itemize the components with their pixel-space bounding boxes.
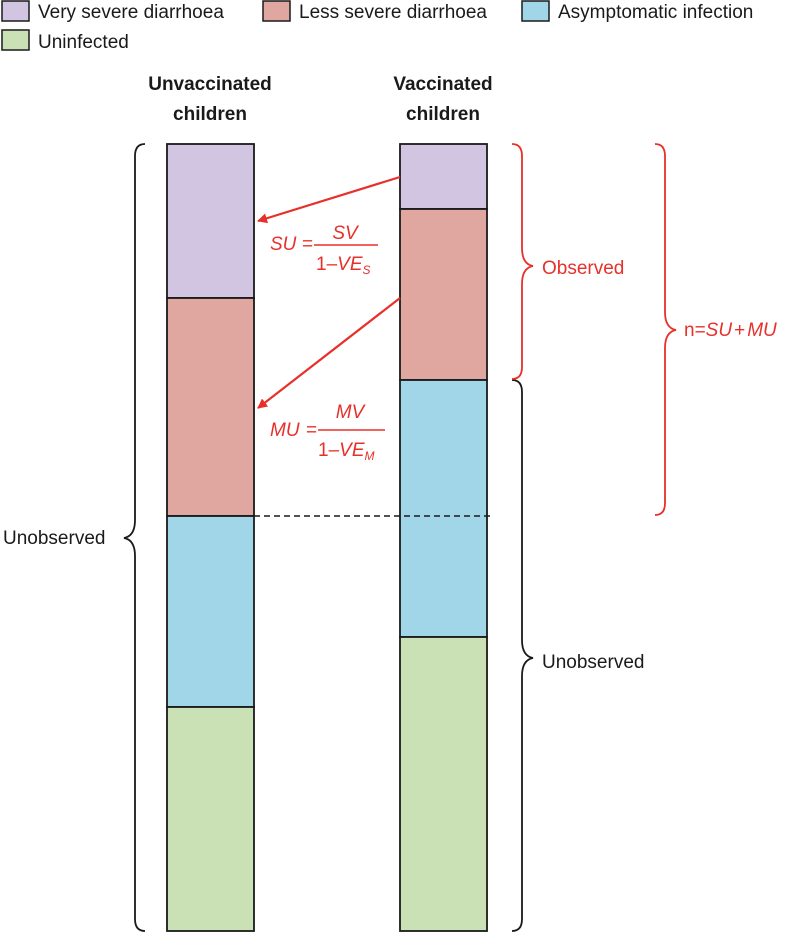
legend-swatch-uninfected (1, 29, 30, 51)
mu-denominator-subscript: M (365, 449, 375, 463)
mu-formula: MU = MV 1–VEM (270, 402, 385, 463)
vaccinated-heading-line1: Vaccinated (393, 74, 492, 95)
legend-swatch-very-severe (1, 0, 30, 22)
mu-arrow (257, 297, 401, 409)
left-unobserved-label: Unobserved (3, 528, 105, 549)
legend-item-asymptomatic: Asymptomatic infection (521, 0, 753, 23)
vaccinated-bar (399, 143, 488, 932)
right-unobserved-label: Unobserved (542, 652, 644, 673)
legend-swatch-asymptomatic (521, 0, 550, 22)
observed-label: Observed (542, 258, 624, 279)
mu-denominator-prefix: 1– (318, 440, 340, 461)
su-formula-numerator: SV (332, 223, 360, 244)
mu-formula-lhs: MU (270, 420, 300, 441)
n-formula-lhs: n= (684, 320, 706, 341)
mu-formula-denominator: 1–VEM (318, 440, 375, 463)
unvaccinated-bar (166, 143, 255, 932)
vaccinated-uninfected-segment (399, 636, 488, 932)
left-unobserved-brace (123, 143, 146, 932)
unvaccinated-asymptomatic-segment (166, 515, 255, 708)
su-denominator-prefix: 1– (316, 254, 338, 275)
legend-label-uninfected: Uninfected (38, 32, 129, 53)
su-formula-denominator: 1–VES (316, 254, 371, 277)
unvaccinated-less-severe-segment (166, 297, 255, 517)
vaccinated-asymptomatic-segment (399, 379, 488, 638)
mu-formula-numerator: MV (336, 402, 367, 423)
legend-label-very-severe: Very severe diarrhoea (38, 2, 224, 23)
legend-label-asymptomatic: Asymptomatic infection (558, 2, 753, 23)
vaccinated-very-severe-segment (399, 143, 488, 210)
n-formula-su: SU (706, 320, 733, 341)
unvaccinated-very-severe-segment (166, 143, 255, 299)
unvaccinated-uninfected-segment (166, 706, 255, 932)
legend-swatch-less-severe (262, 0, 291, 22)
mu-formula-equals: = (306, 420, 317, 441)
legend-item-very-severe: Very severe diarrhoea (1, 0, 224, 23)
su-denominator-var: VE (337, 254, 363, 275)
su-denominator-subscript: S (363, 263, 371, 277)
mu-denominator-var: VE (339, 440, 365, 461)
n-formula: n=SU+MU (684, 320, 777, 341)
n-brace (654, 143, 677, 516)
legend-item-less-severe: Less severe diarrhoea (262, 0, 487, 23)
vaccinated-heading-line2: children (406, 104, 480, 125)
vaccinated-less-severe-segment (399, 208, 488, 381)
observed-brace (511, 143, 534, 380)
n-formula-mu: MU (747, 320, 777, 341)
su-formula: SU = SV 1–VES (270, 223, 378, 277)
legend: Very severe diarrhoea Less severe diarrh… (1, 0, 753, 53)
su-formula-equals: = (302, 234, 313, 255)
su-arrow (257, 175, 401, 224)
legend-label-less-severe: Less severe diarrhoea (299, 2, 487, 23)
n-formula-plus: + (734, 320, 745, 341)
legend-item-uninfected: Uninfected (1, 29, 129, 53)
unvaccinated-heading-line1: Unvaccinated (148, 74, 272, 95)
right-unobserved-brace (511, 379, 534, 932)
unvaccinated-heading-line2: children (173, 104, 247, 125)
su-formula-lhs: SU (270, 234, 297, 255)
